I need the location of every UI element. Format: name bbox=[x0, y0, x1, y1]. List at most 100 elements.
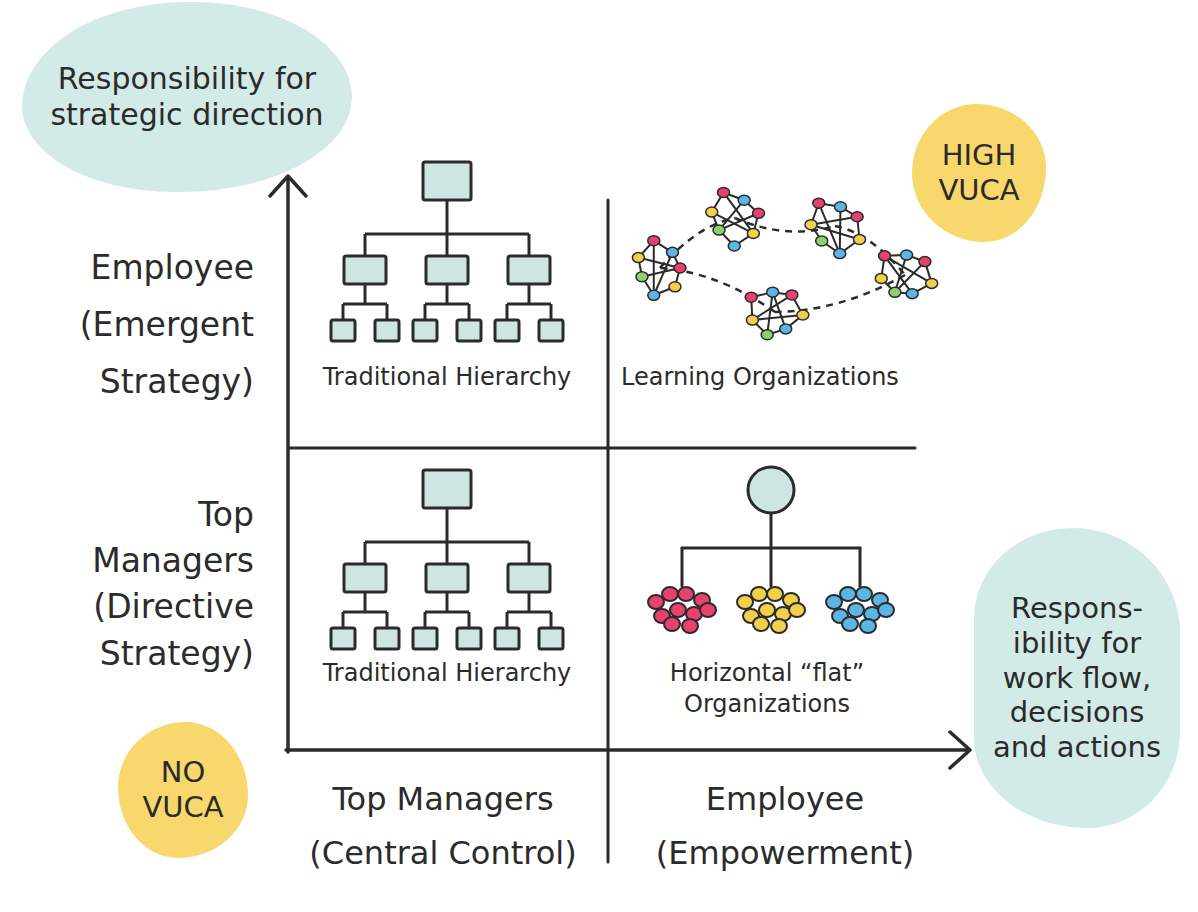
team-member bbox=[856, 587, 872, 601]
tree-box bbox=[344, 564, 386, 592]
team-member bbox=[842, 617, 858, 631]
team-member bbox=[678, 587, 694, 601]
axis-label: Employee (Emergent Strategy) bbox=[30, 240, 254, 410]
network-line bbox=[811, 217, 857, 225]
network-dot bbox=[745, 292, 757, 302]
network-cluster bbox=[706, 187, 765, 251]
tree-box bbox=[539, 628, 563, 649]
network-dot bbox=[666, 247, 678, 257]
network-dot bbox=[706, 207, 718, 217]
network-dot bbox=[648, 236, 660, 246]
bubble-text: NO VUCA bbox=[134, 755, 232, 825]
vuca-bubble: NO VUCA bbox=[118, 722, 248, 858]
network-dot bbox=[805, 220, 817, 230]
bubble-text: Respons-ibility for work flow, decisions… bbox=[990, 591, 1164, 765]
network-dot bbox=[761, 330, 773, 340]
quadrant-label: Traditional Hierarchy bbox=[322, 362, 572, 393]
network-line bbox=[653, 241, 655, 296]
hierarchy-tree bbox=[331, 470, 563, 649]
network-dot bbox=[906, 289, 918, 299]
network-dot bbox=[875, 273, 887, 283]
network-dot bbox=[851, 212, 863, 222]
network-cluster bbox=[632, 236, 686, 301]
tree-line bbox=[507, 303, 551, 306]
tree-line bbox=[386, 304, 389, 320]
hierarchy-tree bbox=[331, 162, 563, 341]
team-member bbox=[771, 619, 787, 633]
quadrant-label: Traditional Hierarchy bbox=[322, 658, 572, 689]
tree-line bbox=[364, 234, 367, 256]
network-cluster bbox=[745, 287, 809, 340]
network-dot bbox=[746, 315, 758, 325]
tree-line bbox=[468, 304, 471, 320]
team-member bbox=[878, 603, 894, 617]
tree-line bbox=[550, 612, 553, 628]
team-member bbox=[767, 587, 783, 601]
bubble-text: HIGH VUCA bbox=[928, 138, 1030, 208]
tree-line bbox=[550, 304, 553, 320]
tree-line bbox=[468, 612, 471, 628]
network-dot bbox=[728, 241, 740, 251]
axis-bubble: Responsibility for strategic direction bbox=[22, 2, 352, 192]
tree-line bbox=[386, 612, 389, 628]
network-dot bbox=[879, 251, 891, 261]
network-dot bbox=[669, 282, 681, 292]
network-dot bbox=[747, 228, 759, 238]
network-dot bbox=[889, 287, 901, 297]
network-dot bbox=[834, 202, 846, 212]
team-member bbox=[759, 603, 775, 617]
axis-bubble: Respons-ibility for work flow, decisions… bbox=[974, 528, 1180, 828]
org-line bbox=[681, 548, 684, 586]
team-member bbox=[789, 603, 805, 617]
tree-line bbox=[424, 612, 427, 628]
hierarchy-icons bbox=[331, 162, 563, 649]
vuca-bubble: HIGH VUCA bbox=[912, 104, 1046, 242]
team-cluster bbox=[826, 587, 894, 633]
network-dot bbox=[632, 253, 644, 263]
tree-line bbox=[528, 234, 531, 256]
team-member bbox=[700, 603, 716, 617]
tree-box bbox=[375, 320, 399, 341]
tree-box bbox=[413, 628, 437, 649]
tree-line bbox=[364, 284, 367, 304]
network-dot bbox=[786, 290, 798, 300]
tree-box bbox=[344, 256, 386, 284]
network-dot bbox=[767, 287, 779, 297]
network-dot bbox=[797, 310, 809, 320]
flat-org-icon bbox=[648, 467, 894, 633]
tree-line bbox=[343, 611, 387, 614]
tree-box bbox=[495, 628, 519, 649]
tree-line bbox=[342, 304, 345, 320]
team-member bbox=[682, 619, 698, 633]
network-dot bbox=[834, 249, 846, 259]
tree-box bbox=[413, 320, 437, 341]
tree-line bbox=[446, 542, 449, 564]
quadrant-label: Learning Organizations bbox=[620, 362, 900, 393]
y-axis bbox=[286, 178, 290, 752]
tree-box bbox=[508, 564, 550, 592]
team-cluster bbox=[648, 587, 716, 633]
network-line bbox=[752, 315, 802, 320]
tree-box bbox=[331, 320, 355, 341]
network-icon bbox=[632, 187, 937, 339]
team-member bbox=[664, 617, 680, 631]
x-axis-head bbox=[950, 732, 970, 768]
team-member bbox=[751, 587, 767, 601]
bubble-text: Responsibility for strategic direction bbox=[38, 61, 336, 133]
tree-box bbox=[457, 628, 481, 649]
tree-box bbox=[457, 320, 481, 341]
x-axis bbox=[286, 748, 968, 752]
axis-label: Top Managers (Central Control) bbox=[278, 772, 608, 881]
tree-box bbox=[539, 320, 563, 341]
axis-label: Top Managers (Directive Strategy) bbox=[54, 492, 254, 677]
tree-line bbox=[342, 612, 345, 628]
network-dot bbox=[636, 272, 648, 282]
tree-line bbox=[364, 592, 367, 612]
team-member bbox=[848, 603, 864, 617]
axis-label: Employee (Empowerment) bbox=[620, 772, 950, 881]
network-dot bbox=[854, 234, 866, 244]
team-member bbox=[860, 619, 876, 633]
quadrant-label: Horizontal “flat” Organizations bbox=[612, 658, 922, 720]
tree-box bbox=[495, 320, 519, 341]
network-dot bbox=[713, 225, 725, 235]
